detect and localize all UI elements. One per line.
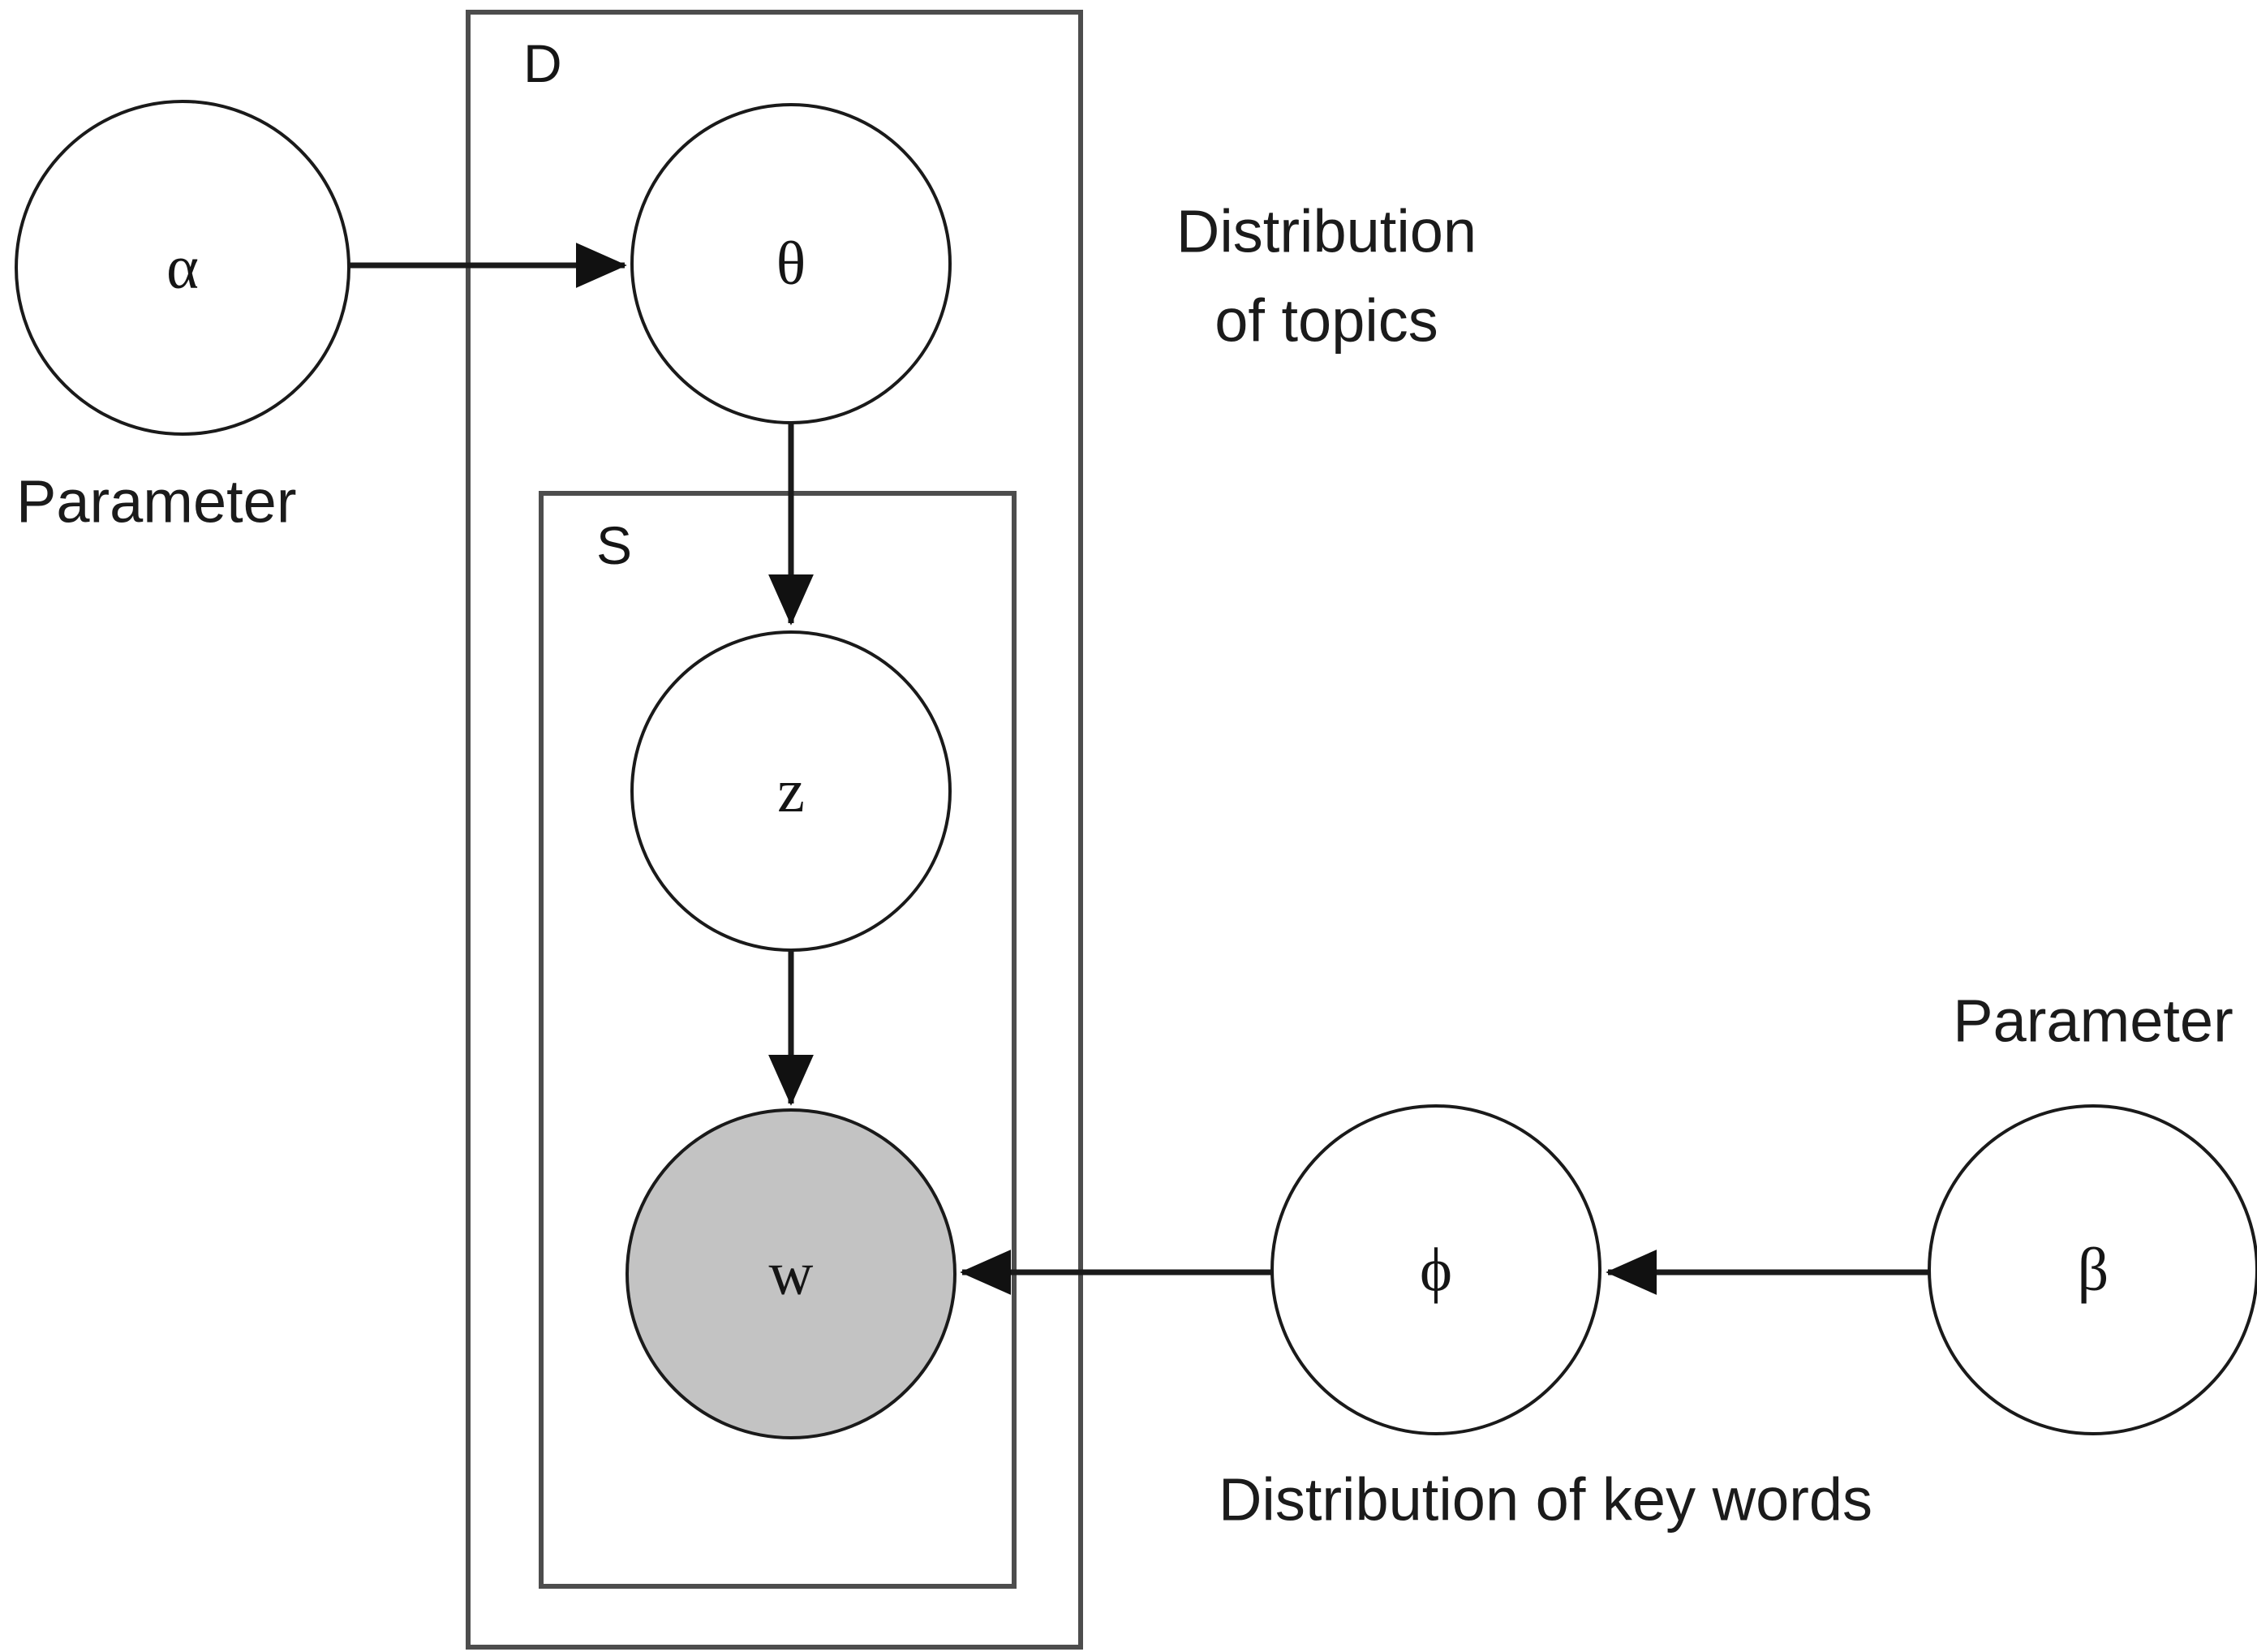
plate-documents-border	[466, 10, 1083, 1650]
node-beta-circle[interactable]	[1928, 1104, 2257, 1435]
node-alpha-circle[interactable]	[15, 100, 350, 436]
plate-documents: D	[466, 10, 1083, 1650]
node-theta-circle[interactable]	[630, 103, 952, 424]
node-phi[interactable]: ϕ	[1270, 1104, 1601, 1435]
node-phi-label: ϕ	[1420, 1236, 1452, 1304]
annotation-alpha-caption-line-1: Parameter	[16, 468, 296, 536]
node-z-label: z	[777, 757, 805, 825]
node-z-circle[interactable]	[630, 630, 952, 952]
node-beta-label: β	[2078, 1236, 2109, 1304]
edges-group	[349, 243, 1929, 1295]
node-theta[interactable]: θ	[630, 103, 952, 424]
node-w[interactable]: w	[626, 1108, 957, 1439]
node-z[interactable]: z	[630, 630, 952, 952]
node-alpha-label: α	[166, 234, 199, 302]
annotation-beta-caption: Parameter	[1953, 987, 2233, 1055]
annotation-phi-caption: Distribution of key words	[1219, 1466, 1872, 1534]
annotation-theta-caption-line-1: Distribution	[1176, 198, 1477, 265]
plate-documents-label: D	[523, 33, 562, 93]
annotation-beta-caption-line-1: Parameter	[1953, 987, 2233, 1055]
node-beta[interactable]: β	[1928, 1104, 2257, 1435]
plate-sentences-border	[539, 491, 1017, 1589]
node-w-label: w	[769, 1240, 814, 1308]
annotation-phi-caption-line-1: Distribution of key words	[1219, 1466, 1872, 1534]
plate-sentences: S	[539, 491, 1017, 1589]
plate-sentences-label: S	[596, 515, 632, 575]
annotation-theta-caption: Distribution of topics	[1176, 198, 1477, 355]
node-phi-circle[interactable]	[1270, 1104, 1601, 1435]
node-theta-label: θ	[776, 230, 806, 298]
annotation-theta-caption-line-2: of topics	[1214, 287, 1438, 355]
node-alpha[interactable]: α	[15, 100, 350, 436]
node-w-circle[interactable]	[626, 1108, 957, 1439]
annotation-alpha-caption: Parameter	[16, 468, 296, 536]
